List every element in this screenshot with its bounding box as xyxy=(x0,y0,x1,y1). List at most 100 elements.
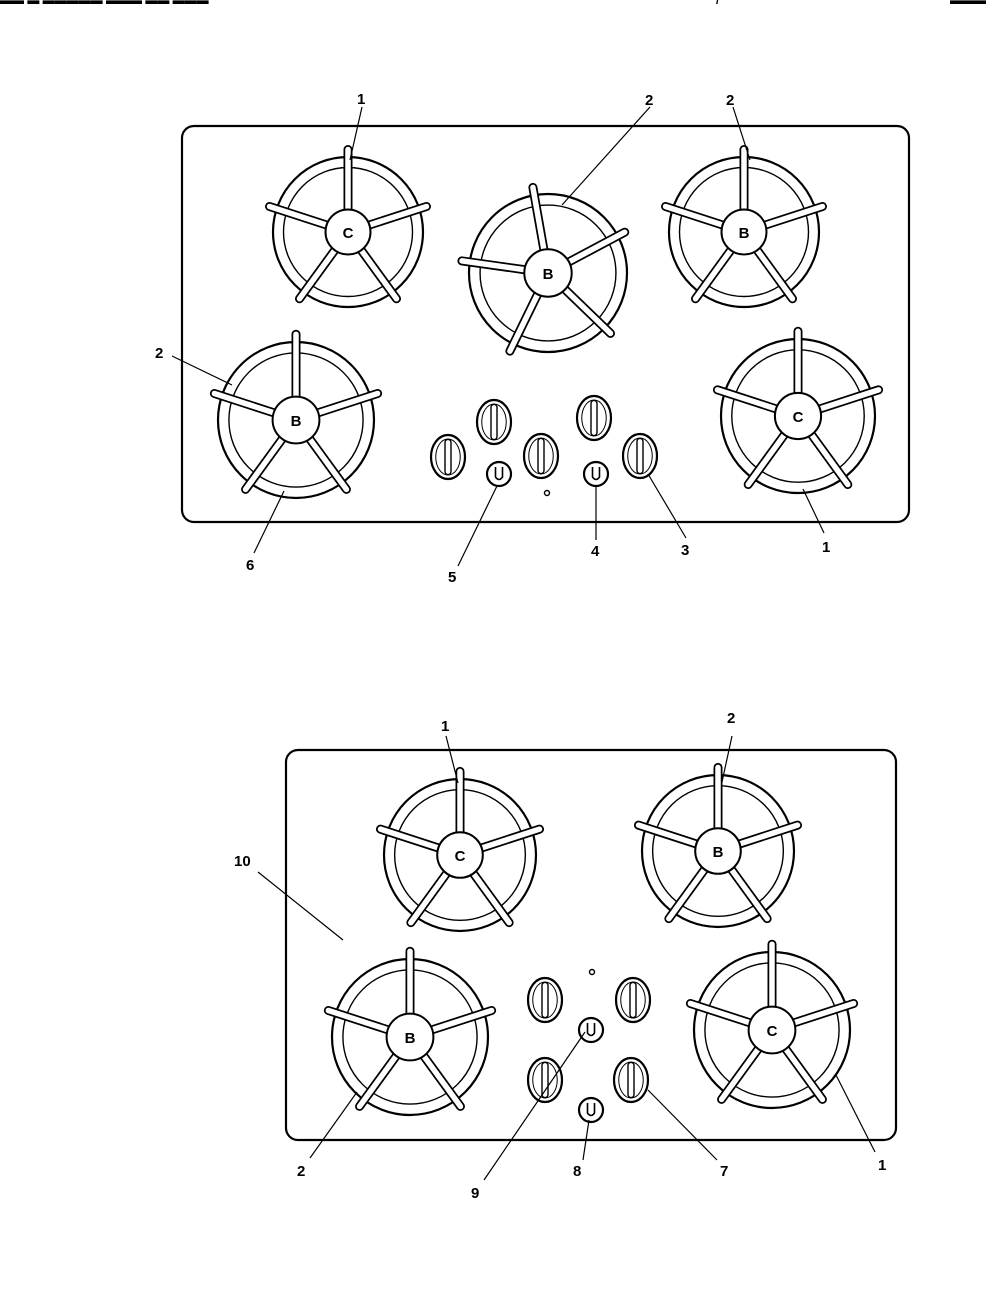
ignition-knob[interactable] xyxy=(577,1016,605,1044)
grate-finger-fill xyxy=(687,1000,754,1026)
grate-finger-fill xyxy=(561,285,614,337)
control-knob[interactable] xyxy=(522,432,560,480)
grate-finger-fill xyxy=(635,822,701,848)
grate-finger-fill xyxy=(420,1052,464,1110)
callout-label: 1 xyxy=(357,91,365,108)
control-knob[interactable] xyxy=(621,432,659,480)
burner-size-letter: C xyxy=(455,848,466,865)
grate-finger-fill xyxy=(325,1007,392,1033)
grate-finger-fill xyxy=(761,203,826,229)
burner-size-letter: B xyxy=(405,1030,416,1047)
grate-finger-fill xyxy=(735,822,801,848)
burner-cap xyxy=(720,208,768,256)
grate-finger-fill xyxy=(808,431,851,488)
burner-cap xyxy=(271,395,321,445)
grate-finger-fill xyxy=(377,826,443,852)
burner-grate: B xyxy=(209,329,383,500)
grate-finger-fill xyxy=(211,390,278,416)
callout-label: 2 xyxy=(645,92,653,109)
knob-pointer xyxy=(444,438,452,476)
grate-finger-fill xyxy=(266,203,331,229)
knob-body[interactable] xyxy=(577,1096,605,1124)
callout-label: 10 xyxy=(234,853,251,870)
grate-finger-fill xyxy=(242,435,286,493)
callout-label: 8 xyxy=(573,1163,581,1180)
burner-cap xyxy=(523,248,573,298)
grate-finger-fill xyxy=(357,246,400,302)
grate-finger-fill xyxy=(365,203,430,229)
control-knob[interactable] xyxy=(475,398,513,446)
grate-finger-fill xyxy=(530,184,547,254)
ignition-knob[interactable] xyxy=(485,460,513,488)
grate-finger-fill xyxy=(477,826,543,852)
grate-inner-ring xyxy=(479,204,617,342)
control-knob[interactable] xyxy=(429,433,467,481)
knob-pointer xyxy=(537,437,545,475)
knob-mark xyxy=(494,467,504,481)
control-knob[interactable] xyxy=(526,976,564,1024)
callout-label: 2 xyxy=(297,1163,305,1180)
knob-body[interactable] xyxy=(577,1016,605,1044)
bottom-callout-numbers: 1 2 10 2 9 8 7 1 xyxy=(234,710,886,1202)
top-callout-numbers: 1 2 2 2 6 5 4 3 1 xyxy=(155,91,830,586)
knob-mark xyxy=(586,1023,596,1037)
burner-size-letter: B xyxy=(739,225,750,242)
grate-finger-fill xyxy=(745,431,788,488)
knob-body[interactable] xyxy=(485,460,513,488)
burner-grate: C xyxy=(712,326,884,495)
callout-label: 2 xyxy=(727,710,735,727)
control-knob[interactable] xyxy=(612,1056,650,1104)
grate-finger-fill xyxy=(314,390,381,416)
grate-finger-fill xyxy=(306,435,350,493)
control-knob[interactable] xyxy=(526,1056,564,1104)
ignition-knob[interactable] xyxy=(577,1096,605,1124)
callout-label: 1 xyxy=(822,539,830,556)
grate-finger-fill xyxy=(714,387,780,412)
burner-grate: B xyxy=(633,762,803,929)
burner-cap xyxy=(324,208,372,256)
grate-finger-fill xyxy=(727,865,770,922)
bottom-cooktop-surface xyxy=(284,748,898,1142)
header-left-text: ▬▬ ▬ ▬▬▬▬▬ ▬▬▬ ▬▬ ▬▬▬ xyxy=(0,0,209,7)
page-header: ▬▬ ▬ ▬▬▬▬▬ ▬▬▬ ▬▬ ▬▬▬ / ▬▬▬ xyxy=(0,0,986,7)
grate-finger-fill xyxy=(782,1045,826,1103)
callout-label: 1 xyxy=(441,718,449,735)
top-cooktop-surface xyxy=(180,124,911,524)
knob-pointer xyxy=(627,1061,635,1099)
knob-mark xyxy=(586,1103,596,1117)
callout-label: 4 xyxy=(591,543,600,560)
burner-size-letter: B xyxy=(543,266,554,283)
burner-size-letter: C xyxy=(767,1023,778,1040)
burner-grate: C xyxy=(375,766,545,933)
callout-label: 2 xyxy=(155,345,163,362)
control-knob[interactable] xyxy=(575,394,613,442)
control-knob[interactable] xyxy=(614,976,652,1024)
burner-size-letter: B xyxy=(713,844,724,861)
grate-finger-fill xyxy=(459,258,529,273)
burner-size-letter: C xyxy=(793,409,804,426)
knob-body[interactable] xyxy=(582,460,610,488)
knob-pointer xyxy=(590,399,598,437)
grate-finger-fill xyxy=(356,1052,400,1110)
burner-cap xyxy=(694,827,742,875)
ignition-knob[interactable] xyxy=(582,460,610,488)
grate-finger-fill xyxy=(469,869,512,926)
knob-mark xyxy=(591,467,601,481)
knob-pointer xyxy=(629,981,637,1019)
grate-finger-fill xyxy=(507,290,541,354)
callout-label: 2 xyxy=(726,92,734,109)
grate-finger-fill xyxy=(816,387,882,412)
burner-size-letter: B xyxy=(291,413,302,430)
callout-label: 1 xyxy=(878,1157,886,1174)
knob-pointer xyxy=(541,1061,549,1099)
knob-pointer xyxy=(541,981,549,1019)
burner-cap xyxy=(385,1012,435,1062)
top-control-knobs xyxy=(429,394,659,488)
grate-outer-ring xyxy=(467,192,629,354)
knob-pointer xyxy=(490,403,498,441)
top-indicator-light xyxy=(543,489,551,497)
grate-finger-fill xyxy=(296,246,339,302)
header-mid-text: / xyxy=(716,0,720,7)
